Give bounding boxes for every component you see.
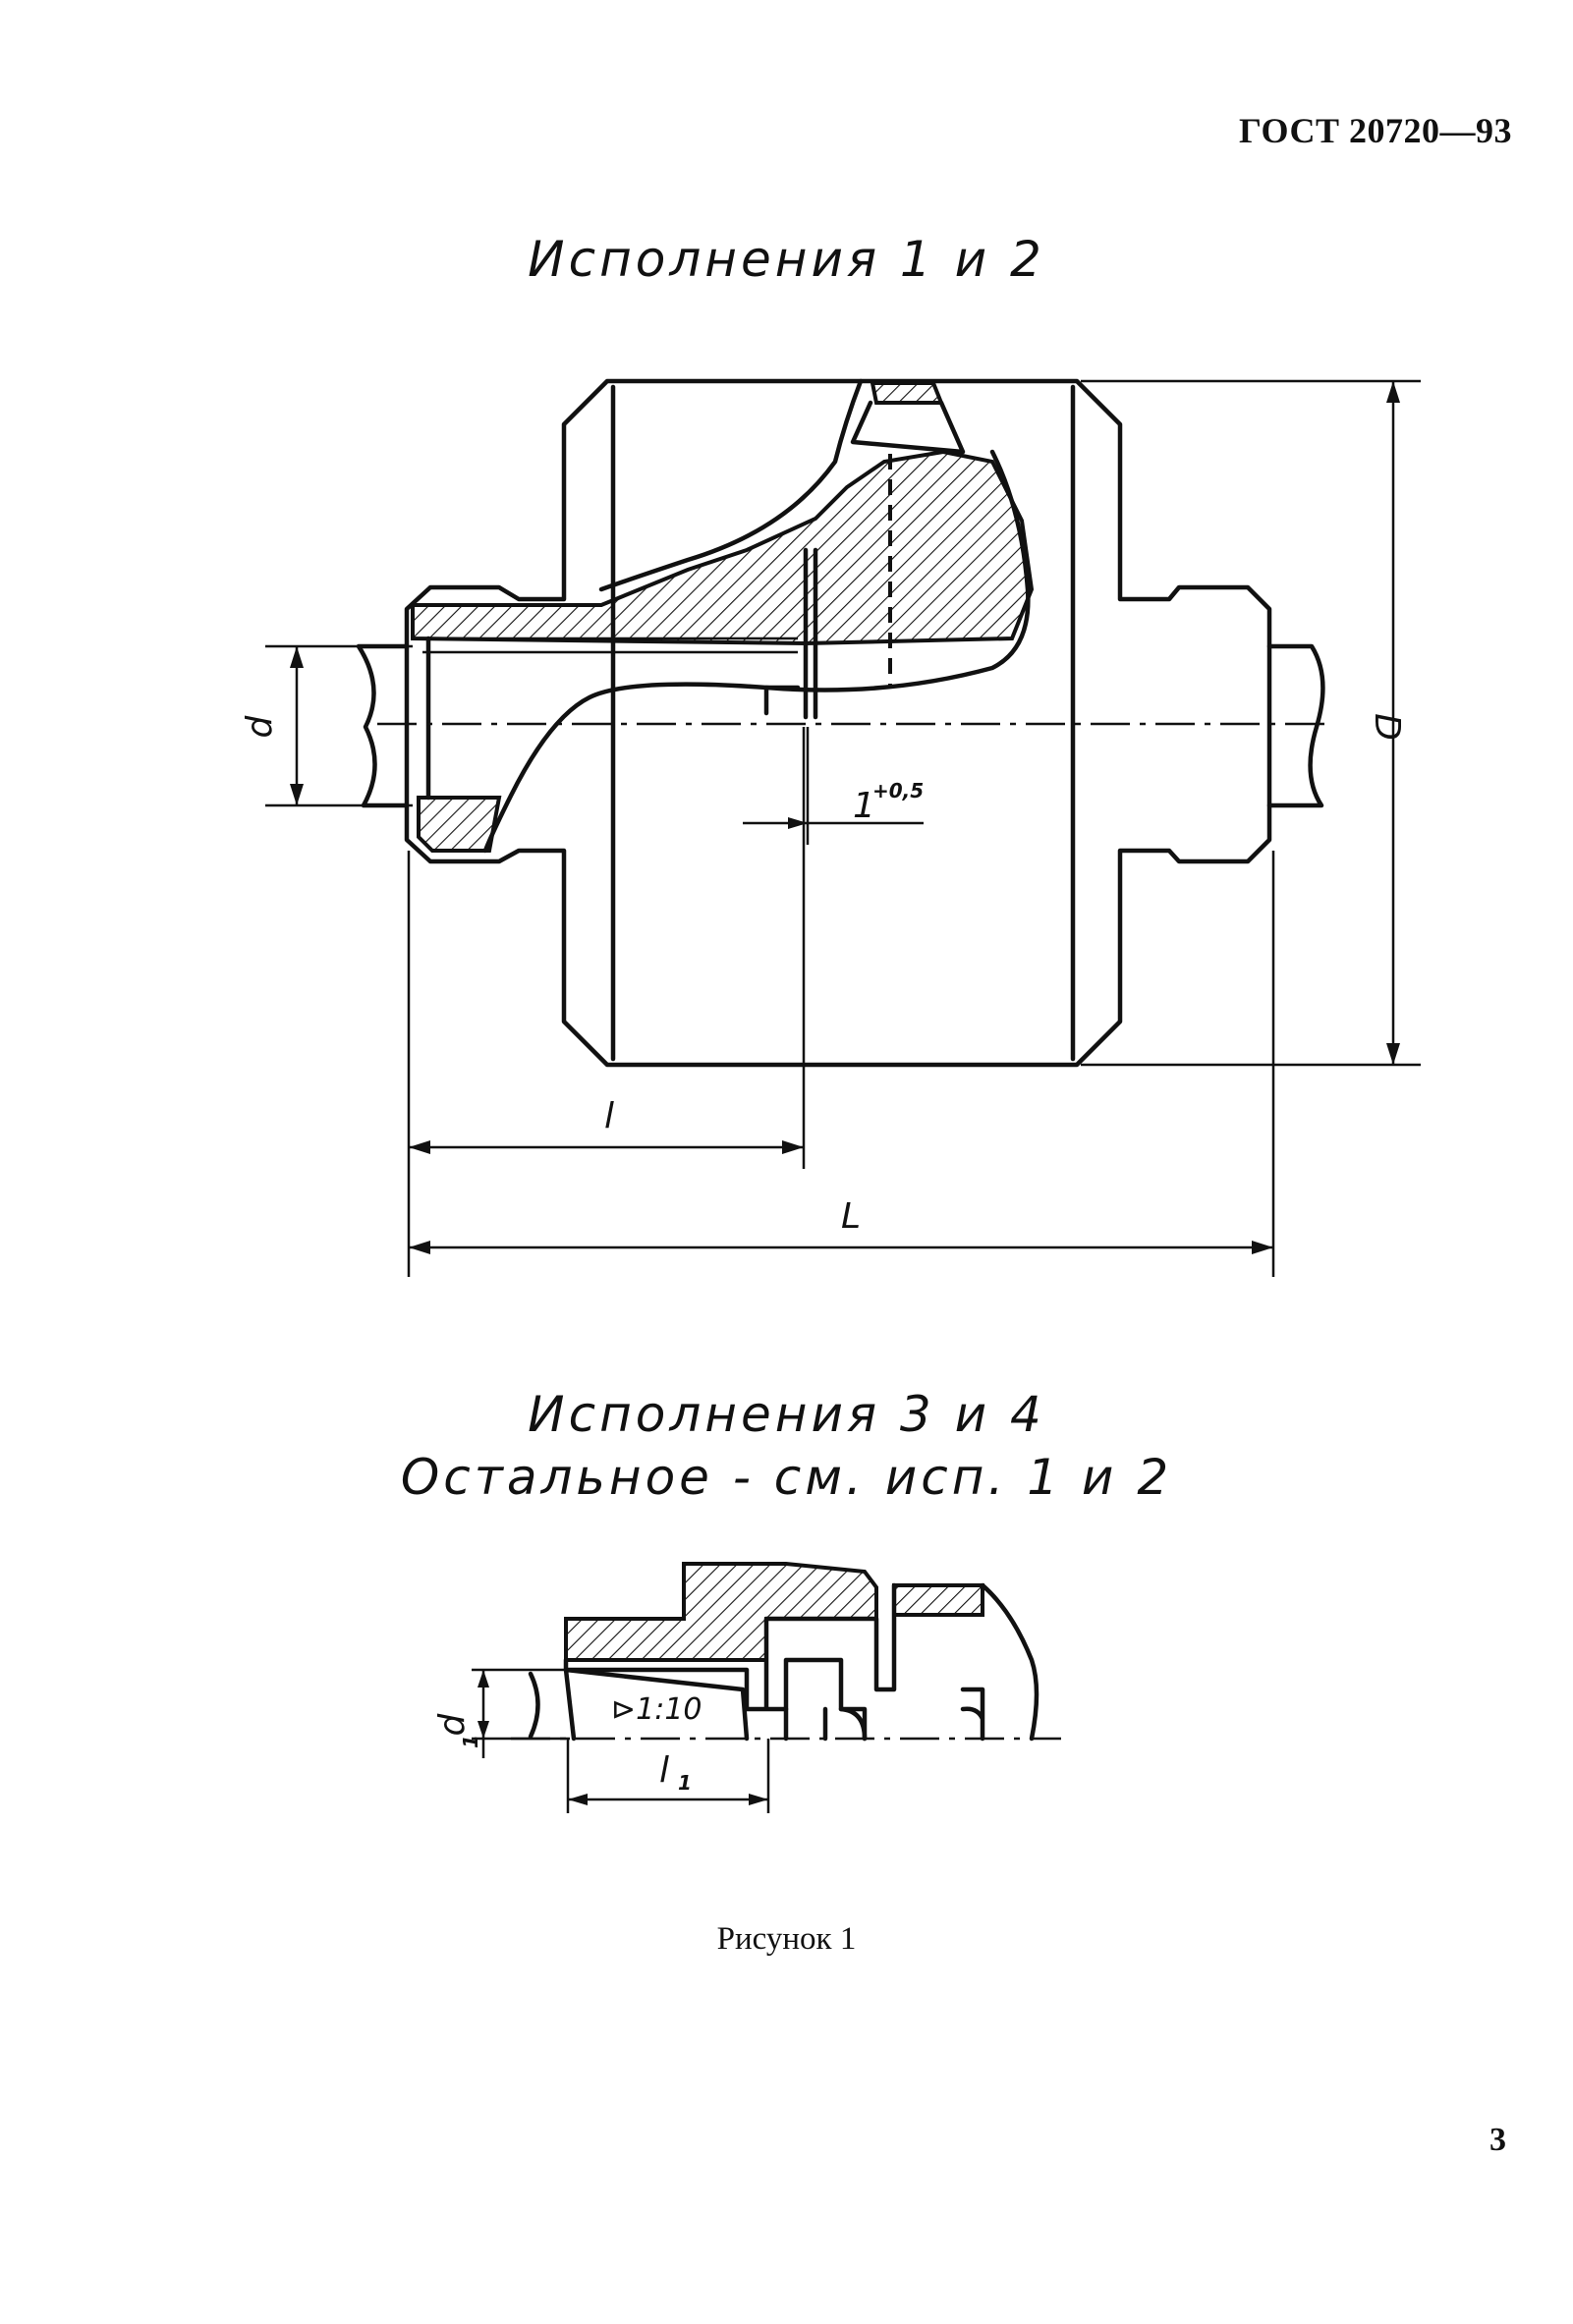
dim-d1: d — [432, 1712, 473, 1736]
dim-d: d — [240, 714, 280, 738]
page-number: 3 — [1489, 2122, 1506, 2158]
dim-L: L — [841, 1196, 861, 1237]
dim-d1-subscript: 1 — [459, 1735, 482, 1748]
detail-taper-bore — [563, 1667, 750, 1742]
taper-label: ⊳1:10 — [611, 1692, 702, 1727]
detail-drawing-versions-3-4: d 1 ⊳1:10 l 1 — [432, 1562, 1061, 1813]
dim-gap: 1 — [853, 786, 875, 826]
dim-gap-tolerance: +0,5 — [872, 779, 924, 802]
dim-D: D — [1367, 713, 1407, 741]
right-shaft — [1266, 643, 1325, 808]
left-shaft — [356, 643, 410, 808]
detail-collar — [564, 1562, 878, 1662]
standard-header: ГОСТ 20720—93 — [1239, 111, 1512, 150]
figure2-title: Исполнения 3 и 4 — [528, 1386, 1045, 1443]
hub-outline — [404, 378, 1272, 1068]
coupling-drawing-versions-1-2: d D 1 +0,5 l L — [240, 378, 1421, 1277]
dim-l1: l — [659, 1750, 669, 1791]
detail-right-insert — [892, 1583, 984, 1617]
figure2-subtitle: Остальное - см. исп. 1 и 2 — [400, 1449, 1173, 1506]
figure1-title: Исполнения 1 и 2 — [528, 231, 1045, 288]
figure-caption: Рисунок 1 — [716, 1921, 857, 1957]
dim-l1-subscript: 1 — [678, 1771, 692, 1795]
section-lower-left — [417, 796, 502, 853]
dim-l: l — [604, 1096, 614, 1136]
